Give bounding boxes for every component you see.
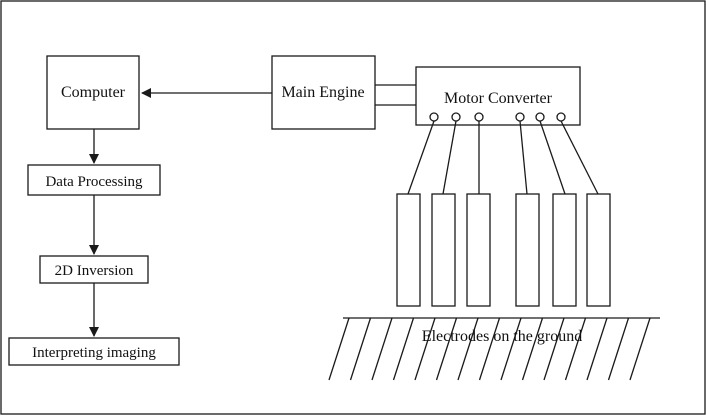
terminal-3: [474, 112, 484, 122]
main-engine-label: Main Engine: [281, 84, 364, 101]
lead-6: [560, 120, 599, 195]
hatch-stroke: [586, 317, 608, 381]
electrode-bar-1: [396, 193, 421, 307]
motor-converter-label: Motor Converter: [444, 90, 553, 107]
hatch-stroke: [349, 317, 372, 381]
lead-4: [519, 120, 528, 195]
hatch-stroke: [629, 317, 651, 381]
lead-1: [407, 120, 435, 195]
hatch-stroke: [414, 317, 436, 381]
hatch-stroke: [435, 317, 458, 381]
hatch-stroke: [328, 317, 350, 381]
motor-converter-node: Motor Converter: [415, 66, 581, 126]
electrode-bar-3: [466, 193, 491, 307]
terminal-5: [535, 112, 545, 122]
ground-label: Electrodes on the ground: [422, 328, 582, 345]
inversion-node: 2D Inversion: [39, 255, 149, 284]
main-engine-node: Main Engine: [271, 55, 376, 130]
interpreting-label: Interpreting imaging: [32, 345, 156, 361]
hatch-stroke: [371, 317, 393, 381]
hatch-stroke: [457, 317, 479, 381]
terminal-2: [451, 112, 461, 122]
hatch-stroke: [500, 317, 522, 381]
electrode-set: [396, 112, 611, 307]
interpreting-node: Interpreting imaging: [8, 337, 180, 366]
inversion-label: 2D Inversion: [55, 263, 134, 279]
terminal-6: [556, 112, 566, 122]
data-processing-label: Data Processing: [45, 174, 143, 190]
terminal-1: [429, 112, 439, 122]
data-processing-node: Data Processing: [27, 164, 161, 196]
ground-hatching: [328, 317, 651, 381]
ground-surface: Electrodes on the ground: [328, 317, 660, 381]
hatch-stroke: [543, 317, 565, 381]
lead-2: [442, 120, 457, 195]
hatch-stroke: [392, 317, 415, 381]
electrode-bar-4: [515, 193, 540, 307]
hatch-stroke: [521, 317, 544, 381]
electrode-bar-2: [431, 193, 456, 307]
computer-label: Computer: [61, 84, 126, 101]
electrode-bar-6: [586, 193, 611, 307]
electrode-bar-5: [552, 193, 577, 307]
hatch-stroke: [478, 317, 501, 381]
lead-5: [539, 120, 566, 195]
computer-node: Computer: [46, 55, 140, 130]
hatch-stroke: [564, 317, 587, 381]
terminal-4: [515, 112, 525, 122]
hatch-stroke: [607, 317, 630, 381]
